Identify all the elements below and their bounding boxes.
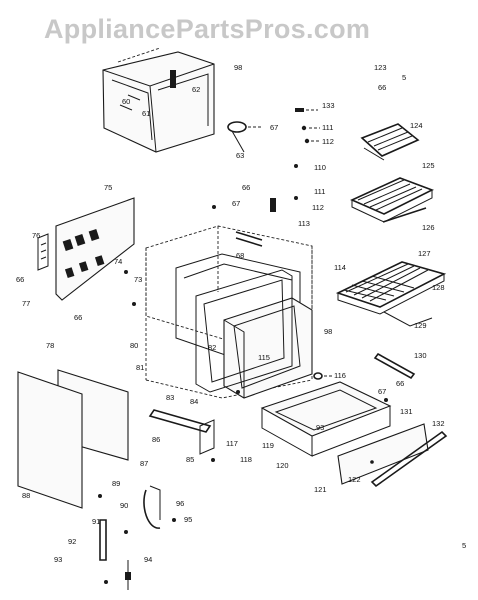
callout: 93 xyxy=(54,555,62,564)
kick-plate-83 xyxy=(148,409,215,455)
callout: 91 xyxy=(92,517,100,526)
screw-set-upper xyxy=(295,108,320,144)
door-panel-88 xyxy=(17,371,83,509)
callout: 131 xyxy=(400,407,413,416)
callout: 66 xyxy=(396,379,404,388)
callout: 66 xyxy=(74,313,82,322)
callout: 98 xyxy=(324,327,332,336)
callout: 80 xyxy=(130,341,138,350)
callout: 114 xyxy=(334,263,346,272)
callout: 93 xyxy=(316,423,324,432)
callout: 113 xyxy=(298,219,310,228)
callout: 111 xyxy=(322,123,333,132)
callout: 90 xyxy=(120,501,128,510)
callout: 123 xyxy=(374,63,387,72)
hinge-assembly-90 xyxy=(99,485,161,590)
callout: 128 xyxy=(432,283,445,292)
callout: 60 xyxy=(122,97,130,106)
trim-bar-132 xyxy=(370,430,448,488)
callout: 5 xyxy=(402,73,406,82)
callout: 112 xyxy=(322,137,334,146)
screw-set-lower xyxy=(98,164,388,584)
callout: 5 xyxy=(462,541,466,550)
callout: 117 xyxy=(226,439,238,448)
callout: 66 xyxy=(242,183,250,192)
ring-part-63 xyxy=(227,121,262,153)
callout: 68 xyxy=(236,251,244,260)
callout: 67 xyxy=(270,123,278,132)
callout: 127 xyxy=(418,249,431,258)
callout: 96 xyxy=(176,499,184,508)
watermark-logo-text: AppliancePartsPros.com xyxy=(44,14,371,44)
small-rack-124 xyxy=(360,123,420,161)
callout: 124 xyxy=(410,121,423,130)
callout: 74 xyxy=(114,257,122,266)
callout: 76 xyxy=(32,231,40,240)
callout: 133 xyxy=(322,101,335,110)
callout: 78 xyxy=(46,341,54,350)
callout: 88 xyxy=(22,491,30,500)
bracket-76 xyxy=(37,233,49,271)
callout: 119 xyxy=(262,441,274,450)
callout: 81 xyxy=(136,363,144,372)
callout: 86 xyxy=(152,435,160,444)
callout: 66 xyxy=(378,83,386,92)
callout: 62 xyxy=(192,85,200,94)
callout: 61 xyxy=(142,109,150,118)
broil-pan-125 xyxy=(350,177,434,223)
side-panel-75 xyxy=(55,197,135,301)
callout: 85 xyxy=(186,455,194,464)
callout: 122 xyxy=(348,475,361,484)
callout: 118 xyxy=(240,455,252,464)
oven-rack-127 xyxy=(335,261,447,327)
inner-frame-82 xyxy=(195,269,293,393)
callout: 130 xyxy=(414,351,427,360)
callout: 110 xyxy=(314,163,326,172)
callout: 66 xyxy=(16,275,24,284)
callout: 87 xyxy=(140,459,148,468)
callout: 67 xyxy=(232,199,240,208)
callout: 121 xyxy=(314,485,327,494)
callout: 111 xyxy=(314,187,325,196)
callout: 116 xyxy=(334,371,346,380)
callout: 73 xyxy=(134,275,142,284)
callout: 129 xyxy=(414,321,427,330)
callout: 95 xyxy=(184,515,192,524)
bulb-116 xyxy=(313,372,332,380)
callout: 98 xyxy=(234,63,242,72)
top-cabinet-frame xyxy=(102,47,215,153)
drawer-120 xyxy=(260,381,392,457)
callout: 63 xyxy=(236,151,244,160)
drawer-front-121 xyxy=(337,423,429,485)
callout: 132 xyxy=(432,419,445,428)
callout: 77 xyxy=(22,299,30,308)
callout: 83 xyxy=(166,393,174,402)
callout: 125 xyxy=(422,161,435,170)
callout: 92 xyxy=(68,537,76,546)
callout: 94 xyxy=(144,555,152,564)
callout: 115 xyxy=(258,353,270,362)
trim-bar-130 xyxy=(373,352,416,380)
callout: 75 xyxy=(104,183,112,192)
callout-labels: 98 60 61 62 123 5 66 133 67 111 112 124 … xyxy=(16,63,466,564)
callout: 112 xyxy=(312,203,324,212)
callout: 67 xyxy=(378,387,386,396)
callout: 89 xyxy=(112,479,120,488)
callout: 120 xyxy=(276,461,289,470)
callout: 82 xyxy=(208,343,216,352)
oven-liner-115 xyxy=(223,297,313,399)
callout: 84 xyxy=(190,397,198,406)
callout: 126 xyxy=(422,223,435,232)
